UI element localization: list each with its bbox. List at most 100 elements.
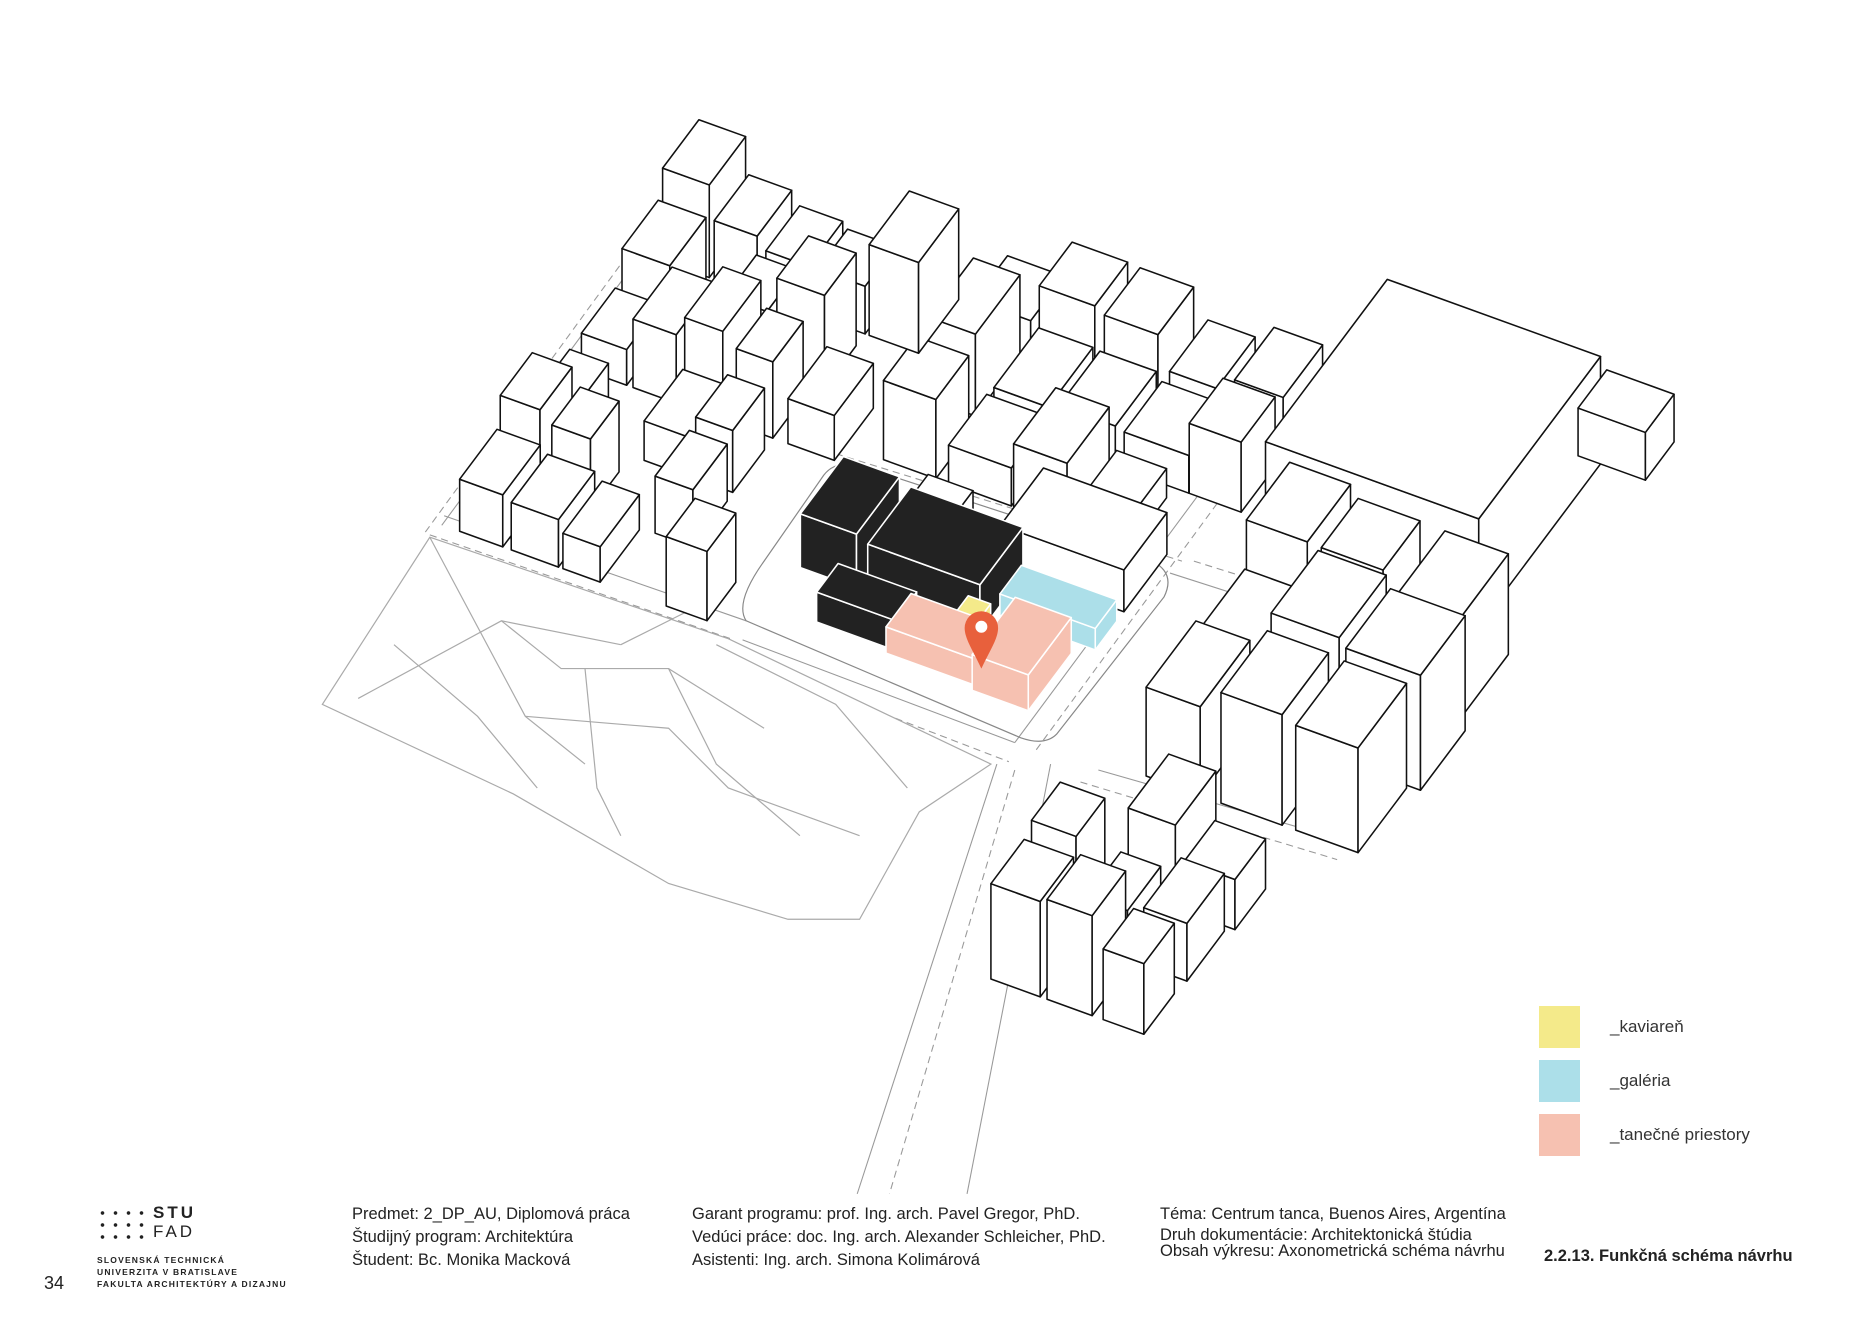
building-roof: [499, 351, 573, 411]
building-roof: [1127, 753, 1217, 826]
building-roof: [866, 486, 1024, 586]
building: [562, 480, 641, 583]
pin-body: [964, 611, 999, 669]
building-roof: [654, 429, 728, 491]
building-roof: [1102, 907, 1176, 965]
building-roof: [1168, 319, 1256, 390]
legend-label: _galéria: [1610, 1071, 1671, 1090]
legend-item-gallery: _galéria: [1539, 1060, 1671, 1102]
park-path: [393, 644, 538, 789]
legend-label: _kaviareň: [1610, 1017, 1684, 1036]
road-line: [888, 769, 1016, 1195]
building-roof: [510, 453, 596, 521]
building-roof: [713, 174, 793, 237]
building: [665, 497, 737, 622]
road-line: [1035, 372, 1314, 751]
footer-col2-line1: Garant programu: prof. Ing. arch. Pavel …: [692, 1205, 1080, 1223]
footer-col2-line2: Vedúci práce: doc. Ing. arch. Alexander …: [692, 1228, 1106, 1246]
building-roof: [882, 335, 970, 401]
park-path: [584, 668, 622, 836]
footer-col3-line2: Druh dokumentácie: Architektonická štúdi…: [1160, 1226, 1472, 1244]
building: [999, 467, 1168, 613]
building-front-face: [990, 882, 1042, 998]
building: [971, 596, 1073, 712]
building-roof: [1345, 587, 1466, 677]
school-name-2: UNIVERZITA V BRATISLAVE: [97, 1267, 239, 1277]
building-roof: [999, 467, 1168, 571]
building-roof: [458, 428, 542, 496]
building-roof: [1188, 377, 1276, 443]
park-path: [668, 668, 801, 837]
legend-item-cafe: _kaviareň: [1539, 1006, 1684, 1048]
footer-col1-line1: Predmet: 2_DP_AU, Diplomová práca: [352, 1205, 630, 1223]
building-roof: [993, 327, 1094, 408]
building-roof: [694, 373, 766, 432]
building-roof: [787, 345, 875, 417]
building-roof: [1103, 267, 1195, 336]
building-roof: [868, 190, 960, 264]
logo-dots-icon: [96, 1207, 148, 1243]
park-paths: [321, 536, 993, 920]
page-number: 34: [44, 1273, 65, 1293]
building-roof: [990, 838, 1075, 903]
legend-item-dance: _tanečné priestory: [1539, 1114, 1750, 1156]
building-roof: [1294, 660, 1408, 749]
location-pin-icon: [964, 611, 999, 669]
site-curb: [742, 463, 1169, 742]
building-front-face: [1220, 691, 1283, 826]
building-roof: [1264, 278, 1602, 520]
building-roof: [551, 386, 620, 440]
road-line: [856, 763, 998, 1195]
building-roof: [1046, 853, 1127, 917]
legend-swatch-gallery: [1539, 1060, 1580, 1102]
building-roof: [776, 235, 857, 297]
building-roof: [661, 118, 747, 186]
building-front-face: [868, 243, 920, 355]
building-roof: [815, 562, 918, 622]
building-roof: [683, 266, 762, 333]
road-line: [742, 639, 1015, 744]
park-path: [429, 536, 586, 765]
road-line: [429, 534, 731, 640]
logo-stu: STU: [153, 1203, 196, 1222]
footer-col1-line2: Študijný program: Architektúra: [352, 1228, 574, 1246]
building-roof: [1577, 369, 1675, 434]
building-roof: [621, 199, 707, 267]
building-roof: [799, 455, 901, 535]
building-roof: [665, 497, 737, 553]
building: [1220, 629, 1330, 826]
pin-hole: [975, 620, 988, 633]
buildings: [458, 118, 1675, 1036]
legend-label: _tanečné priestory: [1610, 1125, 1750, 1144]
school-name-3: FAKULTA ARCHITEKTÚRY A DIZAJNU: [97, 1279, 287, 1289]
footer-col3-line1: Téma: Centrum tanca, Buenos Aires, Argen…: [1160, 1205, 1506, 1223]
building-roof: [562, 480, 641, 548]
legend-swatch-dance: [1539, 1114, 1580, 1156]
building: [1577, 369, 1675, 481]
park-path: [525, 715, 860, 837]
building-roof: [735, 307, 804, 363]
park-outline: [321, 536, 993, 920]
building: [1188, 377, 1276, 513]
building-roof: [1270, 549, 1387, 639]
legend-swatch-cafe: [1539, 1006, 1580, 1048]
building-roof: [1012, 386, 1110, 464]
park-path: [501, 620, 765, 729]
footer-col3-line3: Obsah výkresu: Axonometrická schéma návr…: [1160, 1242, 1505, 1260]
building-roof: [1233, 326, 1324, 399]
school-name-1: SLOVENSKÁ TECHNICKÁ: [97, 1255, 226, 1265]
building: [882, 335, 970, 480]
logo-fad: FAD: [153, 1222, 196, 1241]
building-roof: [1245, 461, 1352, 543]
building: [1294, 660, 1408, 854]
building-roof: [1030, 781, 1106, 838]
building: [1102, 907, 1176, 1036]
building-roof: [1038, 241, 1129, 307]
building-roof: [1145, 620, 1251, 708]
building-roof: [971, 596, 1073, 676]
building-front-face: [1046, 898, 1093, 1017]
drawing-title: 2.2.13. Funkčná schéma návrhu: [1544, 1247, 1793, 1265]
building-roof: [1220, 629, 1330, 716]
